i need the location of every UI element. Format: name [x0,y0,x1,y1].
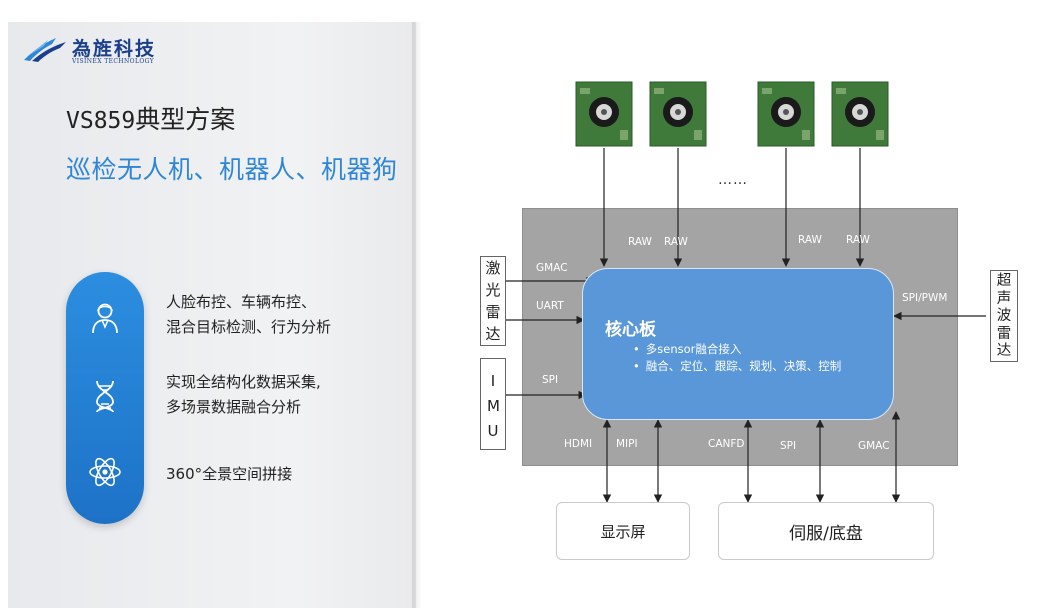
core-board-title: 核心板 [605,320,656,340]
hdmi-label: HDMI [564,438,593,450]
feature-item-3: 360°全景空间拼接 [166,462,292,487]
gmac-label: GMAC [536,262,568,274]
feature-item-1: 人脸布控、车辆布控、 混合目标检测、行为分析 [166,290,331,340]
gmac-label: GMAC [858,440,890,452]
list-item: 融合、定位、跟踪、规划、决策、控制 [633,358,842,375]
raw-label: RAW [664,236,688,248]
display-box: 显示屏 [556,502,690,560]
raw-label: RAW [798,234,822,246]
feature-line: 实现全结构化数据采集, [166,373,321,391]
more-cameras-ellipsis: …… [718,172,748,188]
lidar-label: 激光雷达 [485,259,501,343]
raw-label: RAW [846,234,870,246]
lidar-box: 激光雷达 [480,256,506,346]
feature-line: 360°全景空间拼接 [166,465,293,483]
ultrasonic-radar-box: 超声波雷达 [990,270,1018,362]
servo-chassis-box: 伺服/底盘 [718,502,934,560]
connection-arrows [506,148,986,503]
spi-label: SPI [780,440,797,452]
spi-pwm-label: SPI/PWM [902,292,948,304]
feature-line: 多场景数据融合分析 [166,398,302,416]
camera-module-icon [757,81,815,147]
person-icon [92,303,118,334]
ultrasonic-radar-label: 超声波雷达 [996,273,1012,359]
dna-icon [96,380,114,413]
camera-module-icon [831,81,889,147]
panel-shadow [412,22,422,608]
core-board: 核心板 多sensor融合接入 融合、定位、跟踪、规划、决策、控制 [582,268,894,420]
camera-module-icon [649,81,707,147]
title-suffix: 典型方案 [135,105,236,134]
atom-icon [89,457,121,487]
logo-subtext: VISINEX TECHNOLOGY [72,58,155,65]
mipi-label: MIPI [616,438,638,450]
model-name: VS859 [66,108,136,134]
architecture-diagram: …… RAW RAW RAW RAW GMAC UART [418,22,1048,608]
page-title: VS859典型方案 [66,100,235,136]
feature-line: 混合目标检测、行为分析 [166,318,332,336]
feature-icon-strip [66,272,144,524]
spi-label: SPI [542,374,559,386]
left-panel: 為旌科技 VISINEX TECHNOLOGY VS859典型方案 巡检无人机、… [8,22,416,608]
display-label: 显示屏 [600,522,646,541]
uart-label: UART [536,300,564,312]
list-item: 多sensor融合接入 [633,341,841,358]
feature-item-2: 实现全结构化数据采集, 多场景数据融合分析 [166,370,321,420]
imu-box: IMU [480,358,506,450]
page-subtitle: 巡检无人机、机器人、机器狗 [66,155,398,184]
servo-chassis-label: 伺服/底盘 [789,523,863,544]
raw-label: RAW [628,236,652,248]
camera-module-icon [575,81,633,147]
logo-text: 為旌科技 [72,38,157,60]
imu-label: IMU [487,372,500,440]
logo-wing-icon [24,38,66,62]
canfd-label: CANFD [708,438,745,450]
core-board-features: 多sensor融合接入 融合、定位、跟踪、规划、决策、控制 [633,341,842,375]
feature-line: 人脸布控、车辆布控、 [166,293,317,311]
slide: 為旌科技 VISINEX TECHNOLOGY VS859典型方案 巡检无人机、… [8,22,1048,608]
